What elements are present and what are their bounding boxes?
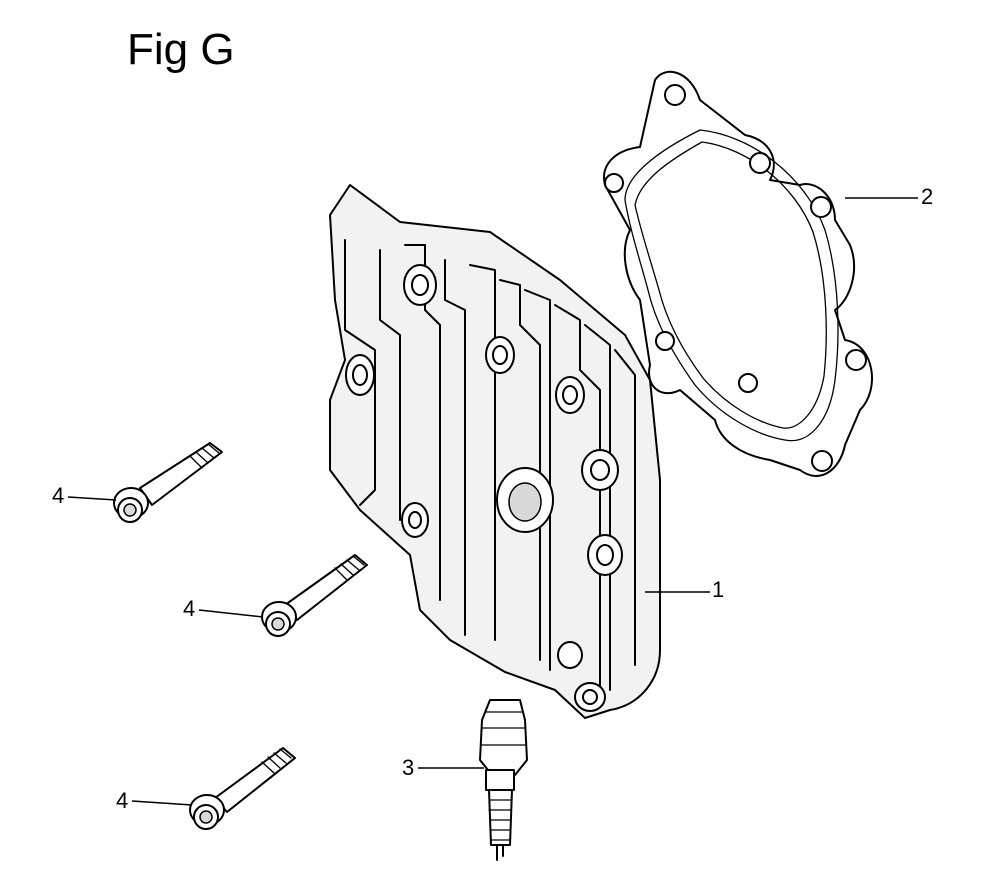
leader-line-4a	[67, 496, 117, 501]
head-bolt-boss	[403, 264, 437, 306]
leader-line-4c	[131, 800, 193, 806]
spark-plug	[479, 699, 528, 861]
head-bolt-boss	[555, 376, 585, 414]
gasket-bolt-hole	[604, 84, 867, 472]
head-bolt-boss	[587, 534, 623, 576]
spark-plug-port	[496, 467, 554, 533]
callout-spark-plug: 3	[402, 755, 415, 780]
flange-bolt-middle	[261, 554, 368, 637]
head-bolt-boss	[345, 354, 375, 396]
flange-bolt-lower	[189, 747, 296, 830]
callout-bolt-middle: 4	[183, 596, 196, 621]
callout-bolt-upper: 4	[52, 483, 65, 508]
head-bolt-boss	[401, 502, 429, 538]
callout-head-gasket: 2	[921, 184, 934, 209]
head-bolt-boss	[574, 682, 606, 712]
head-bolt-boss	[557, 641, 583, 669]
flange-bolt-upper	[113, 442, 223, 523]
callout-cylinder-head: 1	[712, 577, 725, 602]
leader-line-4b	[198, 609, 264, 618]
head-bolt-boss	[581, 449, 619, 491]
head-bolt-boss	[485, 336, 515, 374]
callout-bolt-lower: 4	[116, 788, 129, 813]
figure-title: Fig G	[127, 25, 235, 74]
cylinder-head	[329, 184, 661, 719]
head-gasket	[603, 70, 873, 477]
